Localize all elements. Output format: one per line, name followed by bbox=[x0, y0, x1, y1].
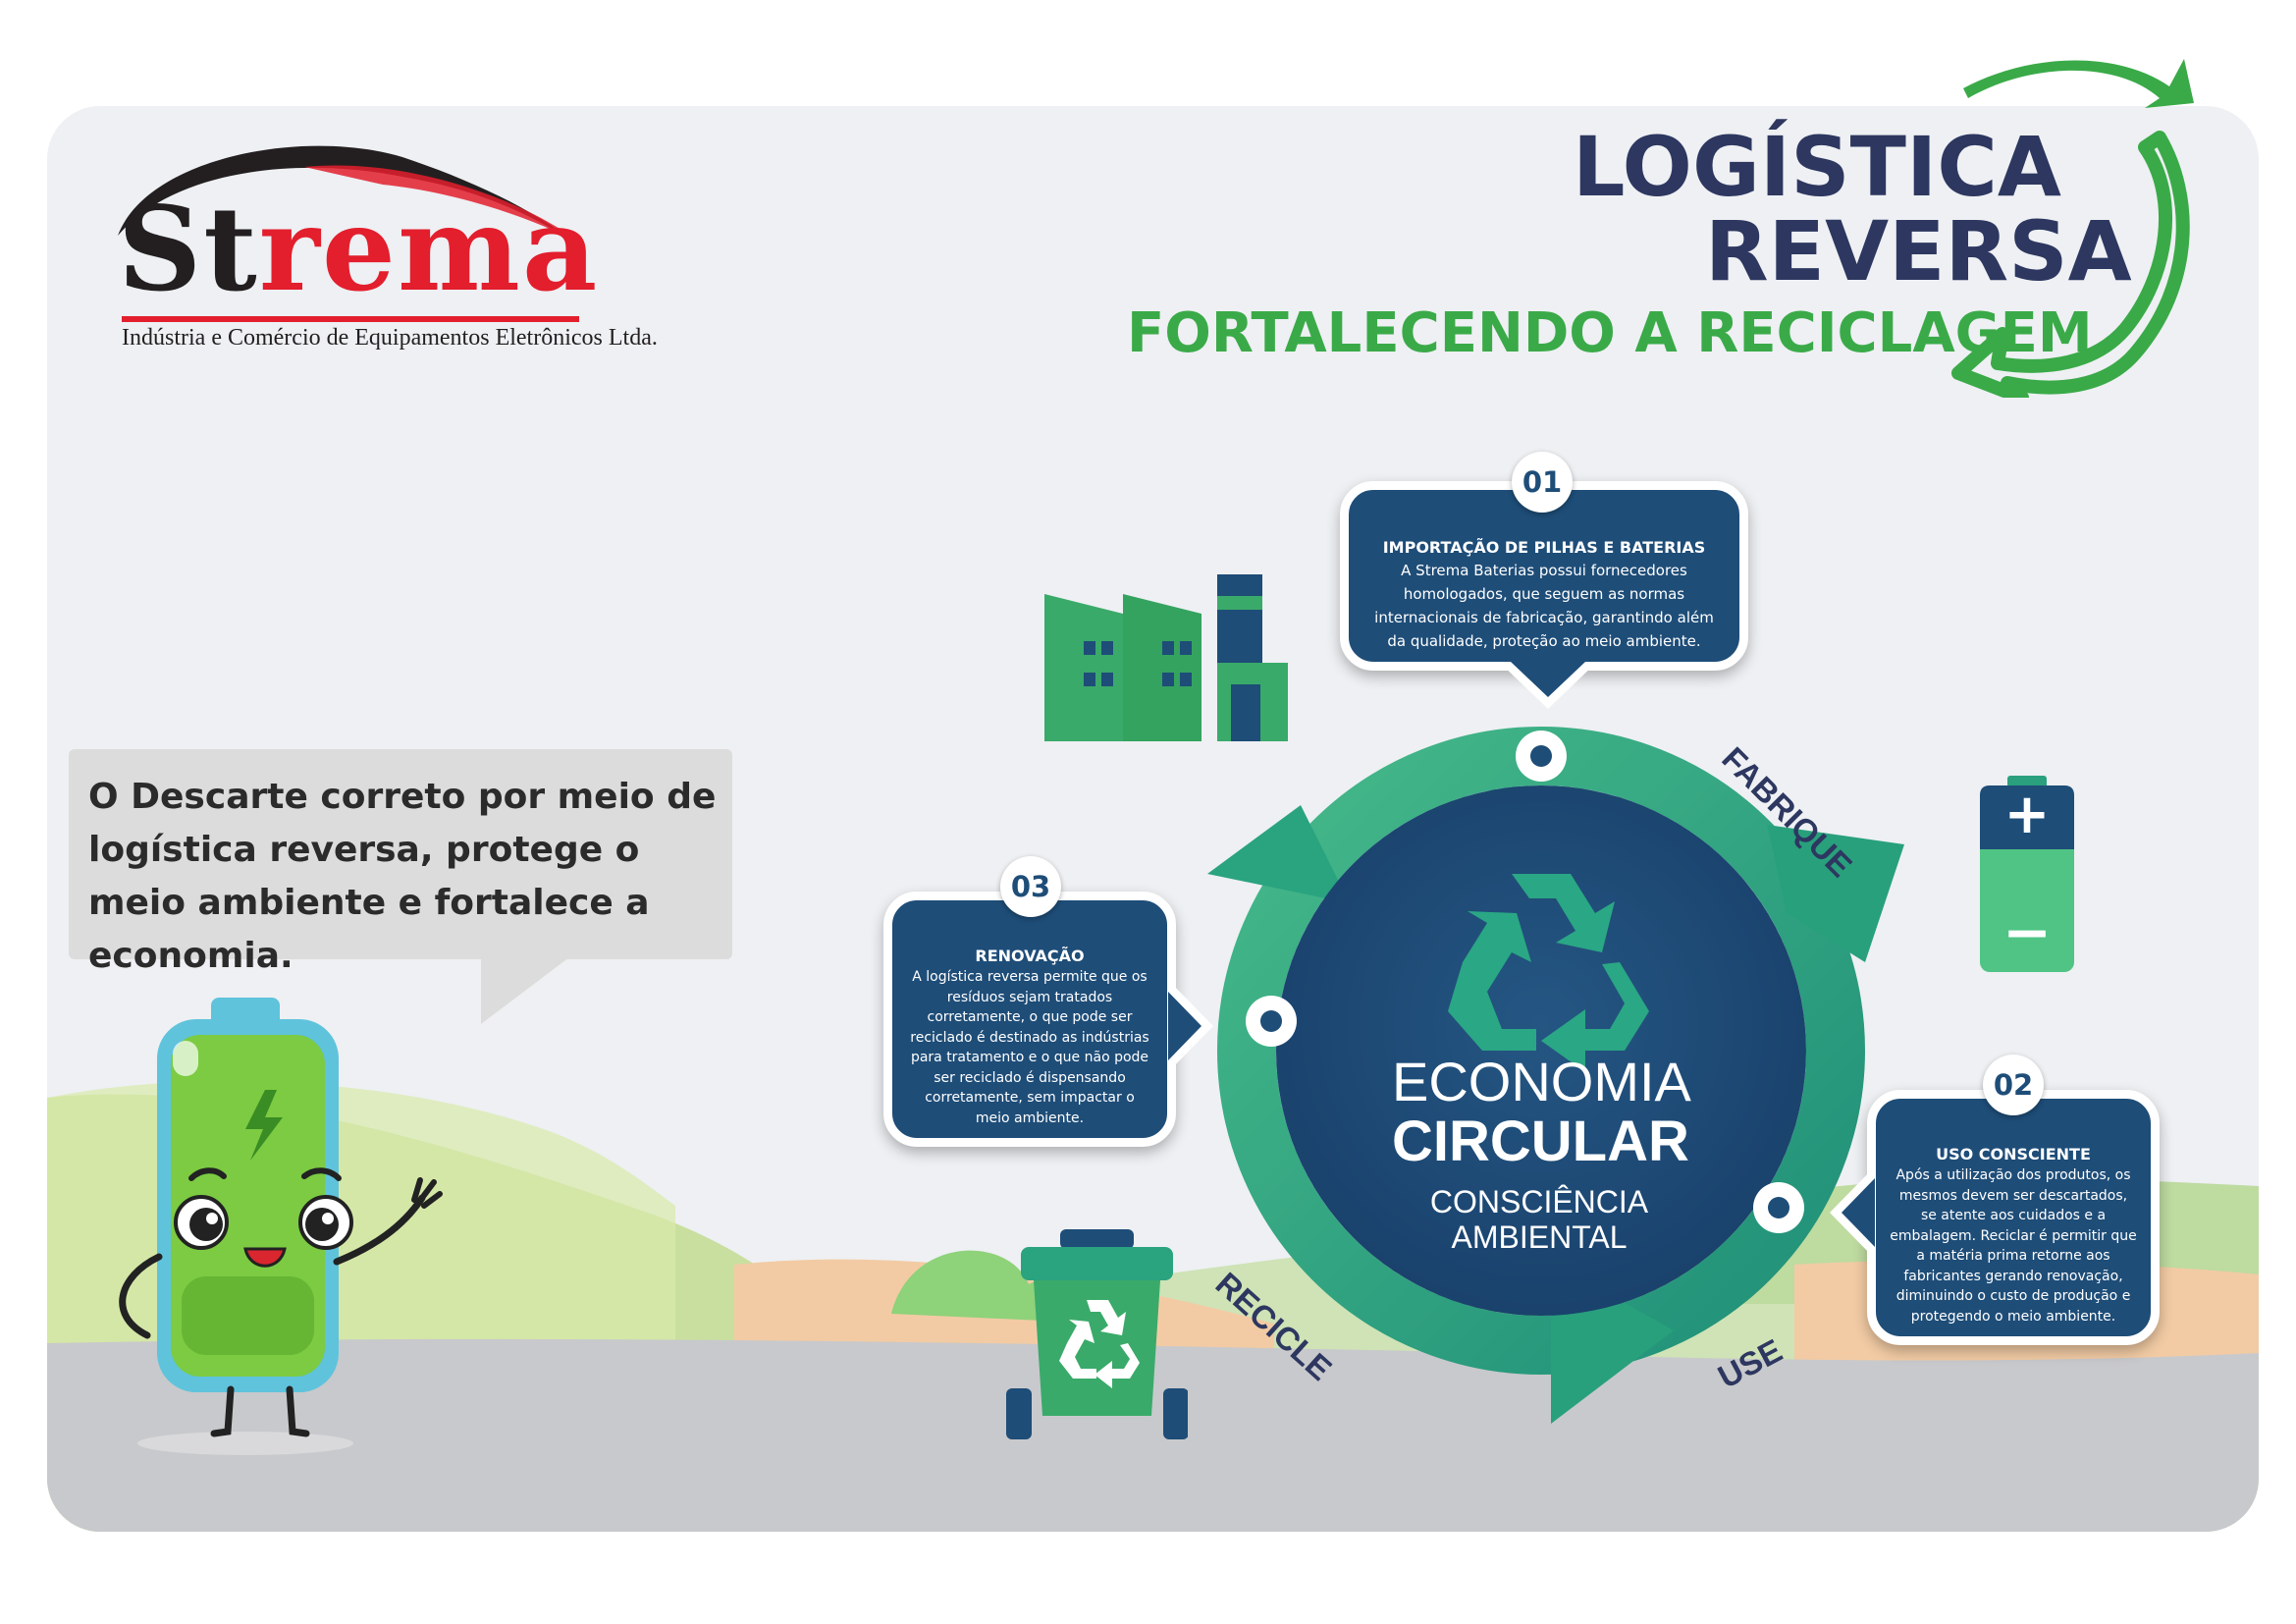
step-03-card-tail bbox=[1168, 980, 1213, 1072]
step-03-text: A logística reversa permite que os resíd… bbox=[910, 969, 1149, 1126]
step-03-title: RENOVAÇÃO bbox=[975, 947, 1085, 965]
speech-text: O Descarte correto por meio de logística… bbox=[88, 777, 717, 976]
step-01-title: IMPORTAÇÃO DE PILHAS E BATERIAS bbox=[1382, 538, 1706, 557]
logo-underline bbox=[122, 316, 579, 322]
recycle-bin-icon bbox=[1006, 1229, 1188, 1439]
step-02-title: USO CONSCIENTE bbox=[1936, 1145, 2091, 1164]
circular-cycle-diagram bbox=[1207, 727, 1904, 1424]
step-03-number-badge: 03 bbox=[1000, 856, 1061, 917]
battery-minus-symbol: − bbox=[2002, 898, 2053, 967]
step-01-text: A Strema Baterias possui fornecedores ho… bbox=[1374, 562, 1714, 650]
center-subtitle-line2: AMBIENTAL bbox=[1451, 1219, 1628, 1255]
step-02-text: Após a utilização dos produtos, os mesmo… bbox=[1890, 1167, 2137, 1325]
speech-bubble-tail bbox=[481, 957, 569, 1024]
logo-swoosh bbox=[118, 145, 584, 245]
step-01-number-badge: 01 bbox=[1512, 452, 1573, 513]
brand-tagline: Indústria e Comércio de Equipamentos Ele… bbox=[122, 325, 658, 351]
center-subtitle-line1: CONSCIÊNCIA bbox=[1429, 1184, 1649, 1219]
speech-bubble: O Descarte correto por meio de logística… bbox=[69, 749, 732, 976]
step-03-card: RENOVAÇÃO A logística reversa permite qu… bbox=[883, 892, 1176, 1147]
page-title-line1: LOGÍSTICA bbox=[1573, 119, 2061, 215]
page-title-line2: REVERSA bbox=[1705, 203, 2132, 299]
center-title-line2: CIRCULAR bbox=[1392, 1110, 1689, 1173]
step-01-card: IMPORTAÇÃO DE PILHAS E BATERIAS A Strema… bbox=[1340, 481, 1748, 671]
step-01-card-tail bbox=[1499, 662, 1597, 709]
step-02-card-tail bbox=[1830, 1166, 1875, 1259]
battery-mascot bbox=[119, 998, 443, 1455]
recycle-arrow-icon bbox=[1951, 59, 2194, 398]
battery-icon bbox=[1980, 776, 2074, 972]
center-title-line1: ECONOMIA bbox=[1392, 1051, 1691, 1112]
factory-icon bbox=[1044, 574, 1288, 741]
step-02-number-badge: 02 bbox=[1983, 1055, 2044, 1115]
brand-logo-text: Strema bbox=[118, 181, 600, 317]
page-subtitle: FORTALECENDO A RECICLAGEM bbox=[1127, 301, 2093, 365]
battery-plus-symbol: + bbox=[2003, 783, 2051, 846]
step-02-card: USO CONSCIENTE Após a utilização dos pro… bbox=[1867, 1090, 2160, 1345]
